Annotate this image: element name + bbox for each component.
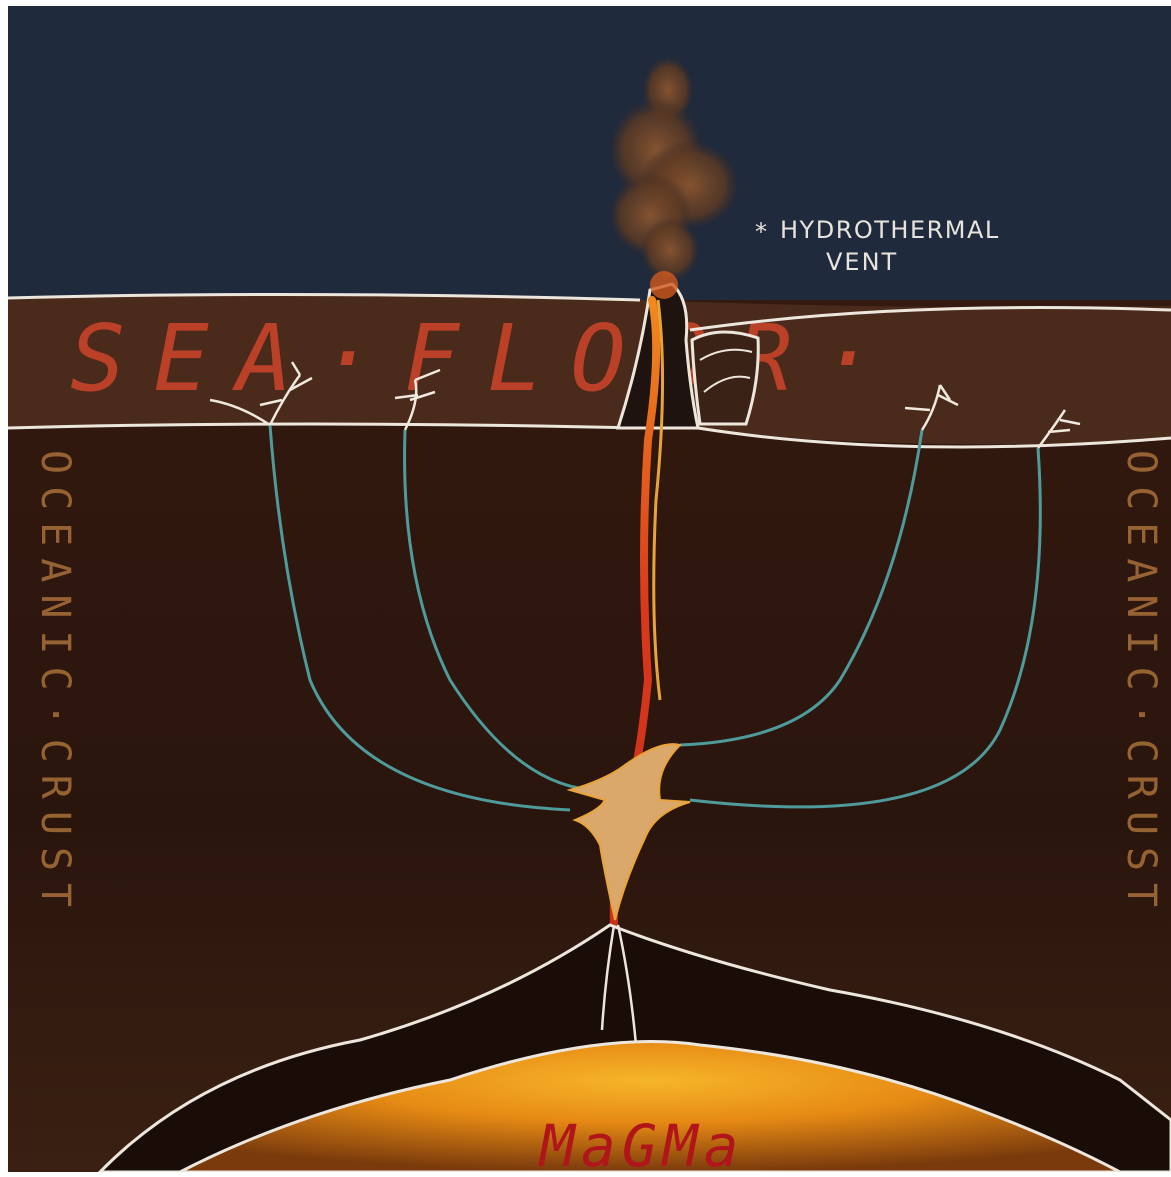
seafloor-label: SEA·FLOOR· xyxy=(70,305,904,412)
vent-label-line2: VENT xyxy=(826,248,898,276)
vent-marker: * xyxy=(755,218,767,246)
crust-label-right: OCEANIC·CRUST xyxy=(1118,450,1164,919)
magma-label: MaGMa xyxy=(538,1112,745,1172)
ocean-water xyxy=(8,6,1171,306)
vent-label-line1: HYDROTHERMAL xyxy=(780,216,1000,244)
crust-label-left: OCEANIC·CRUST xyxy=(32,450,78,919)
